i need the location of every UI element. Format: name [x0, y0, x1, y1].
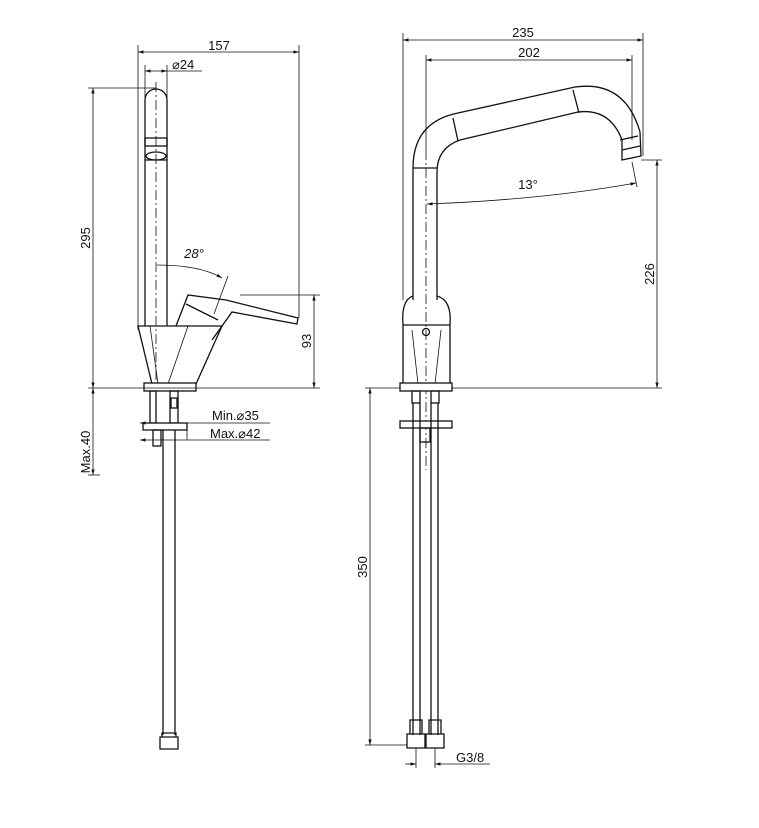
- front-view-faucet: [399, 85, 642, 749]
- dim-hose-length-350: 350: [355, 556, 370, 578]
- dim-spout-angle: 13°: [518, 177, 538, 192]
- dim-min-hole: Min.⌀35: [212, 408, 259, 423]
- side-view-faucet: [137, 82, 299, 750]
- dim-spout-diameter: ⌀24: [172, 57, 194, 72]
- dim-thread-g38: G3/8: [456, 750, 484, 765]
- dim-width-157: 157: [208, 38, 230, 53]
- dim-lever-height-93: 93: [299, 334, 314, 348]
- dim-spout-height-226: 226: [642, 263, 657, 285]
- dim-lever-angle: 28°: [183, 246, 204, 261]
- side-view-dimensions: [88, 45, 320, 476]
- dim-height-295: 295: [78, 227, 93, 249]
- dim-max-hole: Max.⌀42: [210, 426, 260, 441]
- dim-max-deck: Max.40: [78, 431, 93, 474]
- dim-overall-reach-235: 235: [512, 25, 534, 40]
- front-view-dimensions: [365, 33, 662, 768]
- dim-spout-reach-202: 202: [518, 45, 540, 60]
